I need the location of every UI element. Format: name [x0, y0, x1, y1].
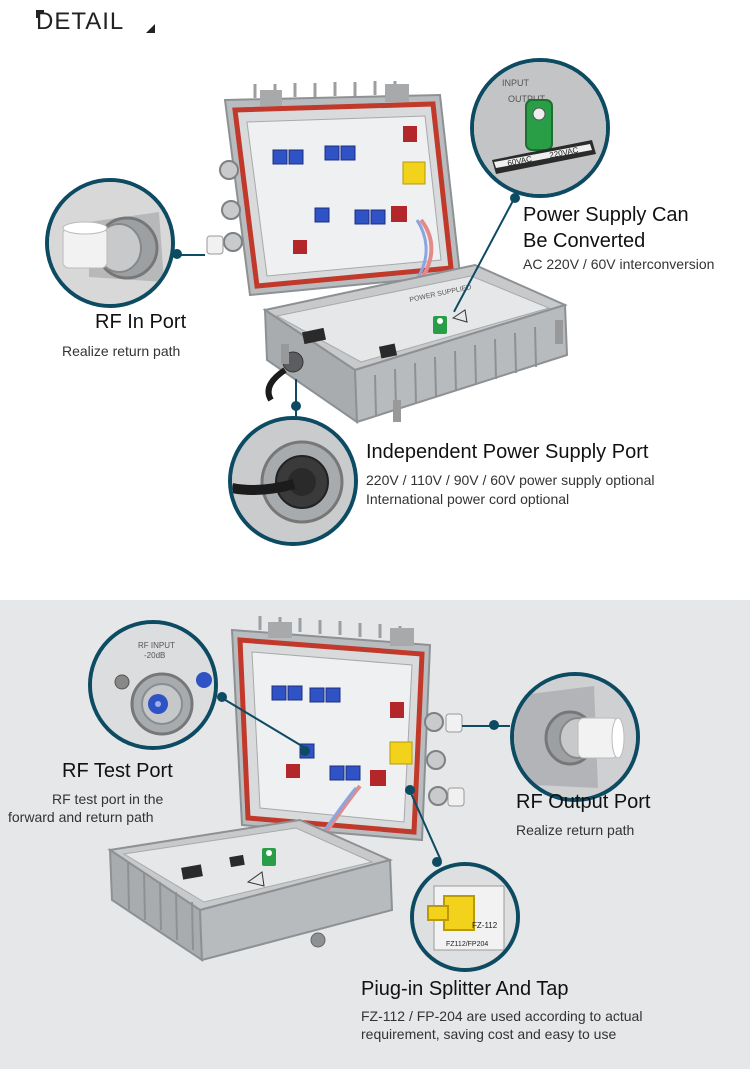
rf-test-marker-b — [300, 746, 310, 756]
power-cord-gland-icon — [232, 420, 354, 542]
rf-output-title: RF Output Port — [516, 791, 651, 813]
svg-text:OUTPUT: OUTPUT — [508, 94, 546, 104]
power-port-leader-line — [295, 379, 297, 417]
rf-output-port-zoom — [510, 672, 640, 802]
amplifier-device-image: POWER SUPPLIED — [206, 81, 569, 424]
amplifier-device-open-image — [107, 616, 465, 962]
power-convert-title-1: Power Supply Can — [523, 204, 689, 226]
zoom-fz112fp204-label: FZ112/FP204 — [446, 941, 488, 948]
zoom-rf-input-label: RF INPUT — [138, 641, 175, 650]
power-switch-plate-icon: INPUT OUTPUT 60VAC 220VAC — [474, 62, 606, 194]
power-port-desc-2: International power cord optional — [366, 491, 570, 507]
plugin-marker-a — [405, 785, 415, 795]
rf-test-port-zoom: RF INPUT -20dB — [88, 620, 218, 750]
rf-test-connector-icon: RF INPUT -20dB — [92, 624, 214, 746]
plugin-marker-b — [432, 857, 442, 867]
rf-output-marker — [489, 720, 499, 730]
detail-section-top: DETAIL — [36, 8, 715, 546]
plugin-splitter-icon: FZ-112 FZ112/FP204 — [414, 866, 516, 968]
power-port-zoom — [228, 416, 358, 546]
rf-output-connector-icon — [514, 676, 636, 798]
zoom-fz112-label: FZ-112 — [472, 921, 498, 930]
rf-output-desc: Realize return path — [516, 822, 635, 838]
power-switch-marker — [510, 193, 520, 203]
plugin-splitter-zoom: FZ-112 FZ112/FP204 — [410, 862, 520, 972]
plugin-title: Piug-in Splitter And Tap — [361, 978, 569, 1000]
plugin-desc-1: FZ-112 / FP-204 are used according to ac… — [361, 1008, 643, 1024]
rf-test-marker-a — [217, 692, 227, 702]
rf-test-desc-2: forward and return path — [8, 809, 154, 825]
power-port-marker — [291, 401, 301, 411]
svg-text:INPUT: INPUT — [502, 78, 530, 88]
rf-in-connector-icon — [49, 182, 171, 304]
rf-test-title: RF Test Port — [62, 760, 173, 782]
detail-heading: DETAIL — [36, 8, 125, 35]
rf-in-leader-line — [175, 254, 205, 256]
power-convert-desc: AC 220V / 60V interconversion — [523, 256, 715, 272]
rf-in-marker — [172, 249, 182, 259]
power-convert-title-2: Be Converted — [523, 230, 646, 252]
rf-in-port-zoom — [45, 178, 175, 308]
zoom-20db-label: -20dB — [144, 651, 165, 660]
power-switch-zoom: INPUT OUTPUT 60VAC 220VAC — [470, 58, 610, 198]
title-corner-mark — [36, 10, 44, 18]
rf-in-title: RF In Port — [95, 311, 187, 333]
rf-in-desc: Realize return path — [62, 343, 181, 359]
title-corner-triangle — [146, 24, 155, 33]
plugin-desc-2: requirement, saving cost and easy to use — [361, 1026, 617, 1042]
detail-section-bottom: RF INPUT -20dB RF Test Port RF test port… — [0, 600, 750, 1069]
power-port-title: Independent Power Supply Port — [366, 441, 649, 463]
power-port-desc-1: 220V / 110V / 90V / 60V power supply opt… — [366, 472, 655, 488]
rf-output-leader-line — [462, 725, 510, 727]
rf-test-desc-1: RF test port in the — [52, 791, 164, 807]
